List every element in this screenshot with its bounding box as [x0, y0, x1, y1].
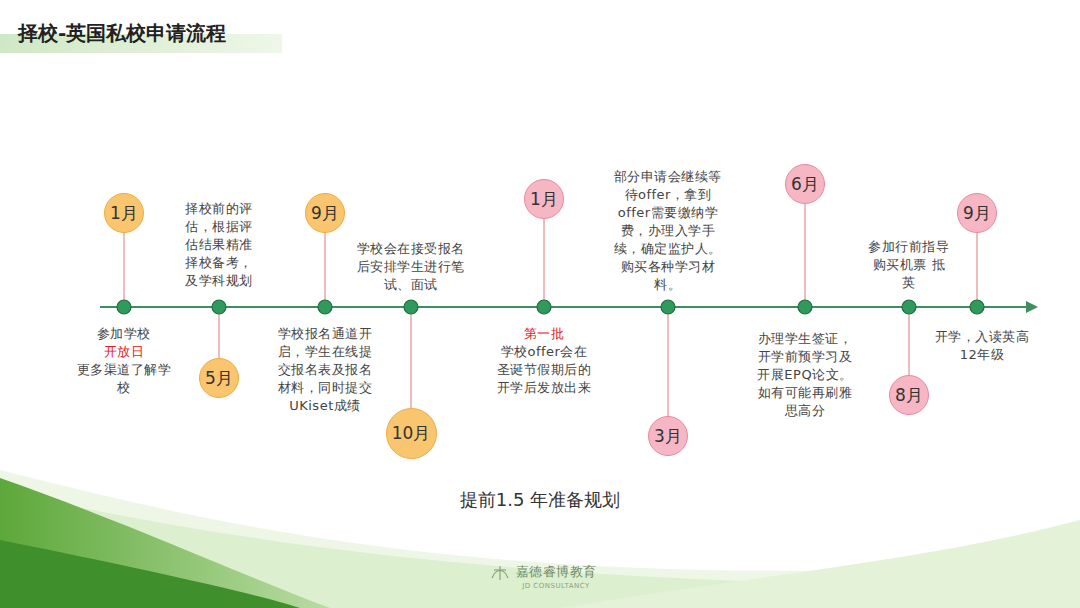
timeline-note: 参加行前指导 购买机票 抵英: [867, 238, 950, 292]
month-text: 9月: [311, 202, 339, 225]
caption: 提前1.5 年准备规划: [0, 488, 1080, 512]
logo-emblem: [492, 566, 508, 580]
month-text: 5月: [205, 367, 233, 390]
wave: [0, 540, 300, 608]
label-group: 第一批学校offer会在圣诞节假期后的开学后发放出来: [496, 325, 592, 397]
timeline-note: 开学，入读英高12年级: [934, 328, 1030, 364]
month-circle: 1月: [524, 179, 564, 219]
month-circle: 3月: [648, 416, 688, 456]
timeline-note: 嘉德睿博教育: [498, 563, 615, 581]
timeline-note: 部分申请会继续等待offer，拿到offer需要缴纳学费，办理入学手续，确定监护…: [611, 168, 725, 294]
timeline-note: 参加学校: [77, 325, 172, 343]
timeline-note: JD CONSULTANCY: [514, 582, 598, 592]
timeline-note: 办理学生签证，开学前预学习及开展EPQ论文。如有可能再刷雅思高分: [752, 330, 859, 420]
month-text: 1月: [110, 202, 138, 225]
label-group: 择校前的评估，根据评估结果精准择校备考，及学科规划: [184, 200, 254, 290]
month-text: 3月: [654, 425, 682, 448]
arrow-head: [1026, 301, 1038, 313]
month-circle: 5月: [199, 358, 239, 398]
month-text: 8月: [895, 384, 923, 407]
timeline-note: 学校会在接受报名后安排学生进行笔试、面试: [356, 240, 465, 294]
timeline-note: 开放日: [77, 343, 172, 361]
label-group: 学校会在接受报名后安排学生进行笔试、面试: [356, 240, 465, 294]
timeline-note: 第一批: [496, 325, 592, 343]
stems: [124, 184, 977, 436]
label-group: 办理学生签证，开学前预学习及开展EPQ论文。如有可能再刷雅思高分: [752, 330, 859, 420]
label-group: 开学，入读英高12年级: [934, 328, 1030, 364]
label-group: 参加行前指导 购买机票 抵英: [867, 238, 950, 292]
month-circle: 8月: [889, 375, 929, 415]
label-group: JD CONSULTANCY: [514, 582, 598, 592]
timeline-note: 更多渠道了解学校: [77, 361, 172, 397]
label-group: 部分申请会继续等待offer，拿到offer需要缴纳学费，办理入学手续，确定监护…: [611, 168, 725, 294]
wave: [0, 470, 1080, 608]
month-circle: 9月: [305, 193, 345, 233]
month-text: 1月: [530, 188, 558, 211]
month-circle: 9月: [957, 193, 997, 233]
month-text: 6月: [791, 173, 819, 196]
timeline-note: 学校报名通道开启，学生在线提交报名表及报名材料，同时提交UKiset成绩: [277, 325, 373, 415]
wave: [560, 520, 1080, 608]
wave: [0, 478, 330, 608]
month-circle: 6月: [785, 164, 825, 204]
label-group: 嘉德睿博教育: [498, 563, 615, 581]
timeline-note: 学校offer会在圣诞节假期后的开学后发放出来: [496, 343, 592, 397]
title: 择校-英国私校申请流程: [18, 20, 226, 47]
label-group: 参加学校开放日更多渠道了解学校: [77, 325, 172, 397]
month-text: 9月: [963, 202, 991, 225]
month-circle: 10月: [386, 408, 437, 459]
month-text: 10月: [392, 422, 431, 445]
label-group: 学校报名通道开启，学生在线提交报名表及报名材料，同时提交UKiset成绩: [277, 325, 373, 415]
timeline: [100, 306, 1028, 308]
timeline-dots: [117, 300, 984, 314]
timeline-note: 择校前的评估，根据评估结果精准择校备考，及学科规划: [184, 200, 254, 290]
month-circle: 1月: [104, 193, 144, 233]
